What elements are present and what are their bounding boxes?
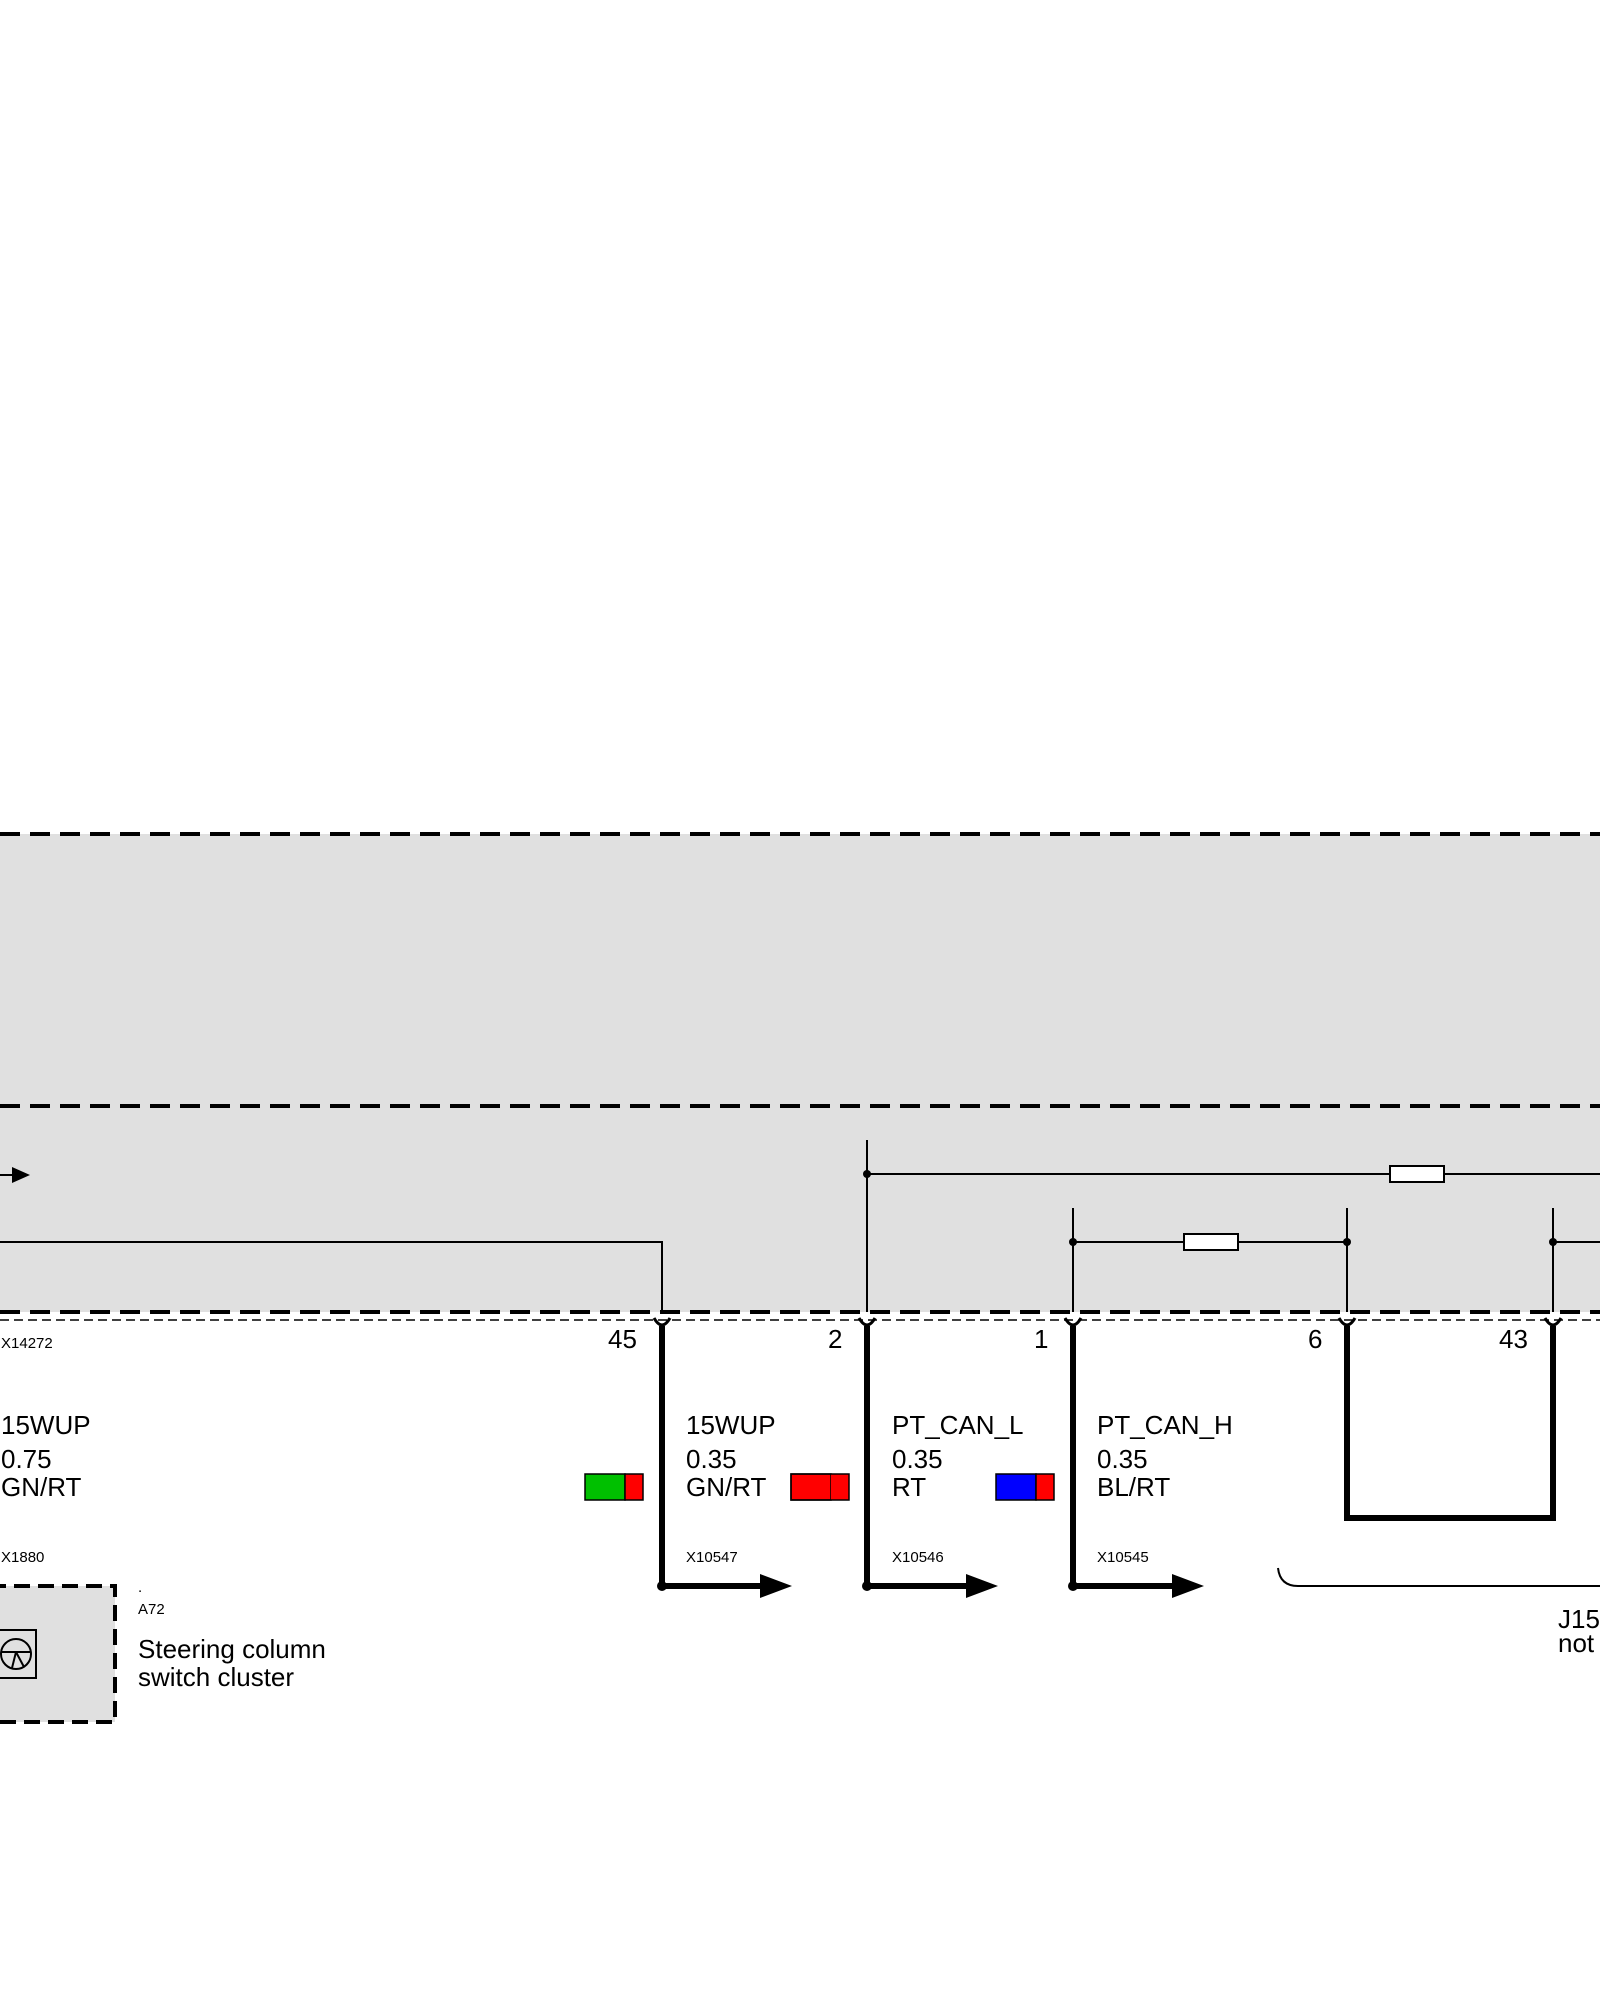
- component-dot: .: [138, 1579, 142, 1596]
- wire-size: 0.35: [1097, 1444, 1148, 1474]
- connector-label: X14272: [1, 1335, 53, 1352]
- pin-cup-icon: [1063, 1317, 1083, 1327]
- wire-color-code: GN/RT: [686, 1472, 767, 1502]
- pin-cup-icon: [652, 1317, 672, 1327]
- wire-size: 0.35: [892, 1444, 943, 1474]
- wire-color-swatch-primary: [790, 1473, 832, 1501]
- component-box: [0, 1584, 117, 1724]
- wire-color-code: GN/RT: [1, 1472, 82, 1502]
- wire-color-code: BL/RT: [1097, 1472, 1170, 1502]
- resistor-icon: [1183, 1233, 1239, 1251]
- wire-color-swatch-stripe: [831, 1474, 849, 1500]
- pin-cup-icon: [857, 1317, 877, 1327]
- wire-color-swatch-stripe: [1035, 1473, 1055, 1501]
- wire-color-swatch-border: [790, 1473, 850, 1501]
- arrowhead-icon: [966, 1574, 998, 1598]
- junction-dot: [1343, 1238, 1351, 1246]
- wire-color-swatch-stripe: [624, 1473, 644, 1501]
- steering-wheel-icon: [0, 1629, 37, 1679]
- internal-wire-15wup: [0, 1241, 663, 1312]
- connector-label: X10546: [892, 1549, 944, 1566]
- pin-number: 1: [1034, 1324, 1048, 1354]
- connector-label: X10545: [1097, 1549, 1149, 1566]
- pin-number: 6: [1308, 1324, 1322, 1354]
- jumper-wire-pin6-pin43: [1344, 1326, 1556, 1521]
- pin-number: 45: [608, 1324, 637, 1354]
- pin-number: 2: [828, 1324, 842, 1354]
- junction-dot: [1069, 1238, 1077, 1246]
- connector-label: X1880: [1, 1549, 44, 1566]
- wire-name: 15WUP: [1, 1410, 91, 1440]
- arrowhead-icon: [1172, 1574, 1204, 1598]
- connector-label: X10547: [686, 1549, 738, 1566]
- wire-name: PT_CAN_L: [892, 1410, 1024, 1440]
- resistor-icon: [1389, 1165, 1445, 1183]
- wire-name: 15WUP: [686, 1410, 776, 1440]
- arrowhead-icon: [760, 1574, 792, 1598]
- wire-color-code: RT: [892, 1472, 926, 1502]
- jumper-bracket: [1277, 1567, 1600, 1587]
- junction-dot: [863, 1170, 871, 1178]
- pin-cup-icon: [1337, 1317, 1357, 1327]
- component-id: A72: [138, 1601, 165, 1618]
- component-name: switch cluster: [138, 1662, 294, 1692]
- internal-arrow-icon: [12, 1167, 30, 1183]
- wire-color-swatch-primary: [995, 1473, 1037, 1501]
- wire-color-swatch-primary: [584, 1473, 626, 1501]
- wire-size: 0.35: [686, 1444, 737, 1474]
- jumper-note: not: [1558, 1628, 1595, 1658]
- wire-name: PT_CAN_H: [1097, 1410, 1233, 1440]
- jumper-note: J15: [1558, 1604, 1600, 1634]
- control-unit-housing: [0, 834, 1600, 1312]
- pin-number: 43: [1499, 1324, 1528, 1354]
- component-name: Steering column: [138, 1634, 326, 1664]
- wire-size: 0.75: [1, 1444, 52, 1474]
- junction-dot: [1549, 1238, 1557, 1246]
- pin-cup-icon: [1543, 1317, 1563, 1327]
